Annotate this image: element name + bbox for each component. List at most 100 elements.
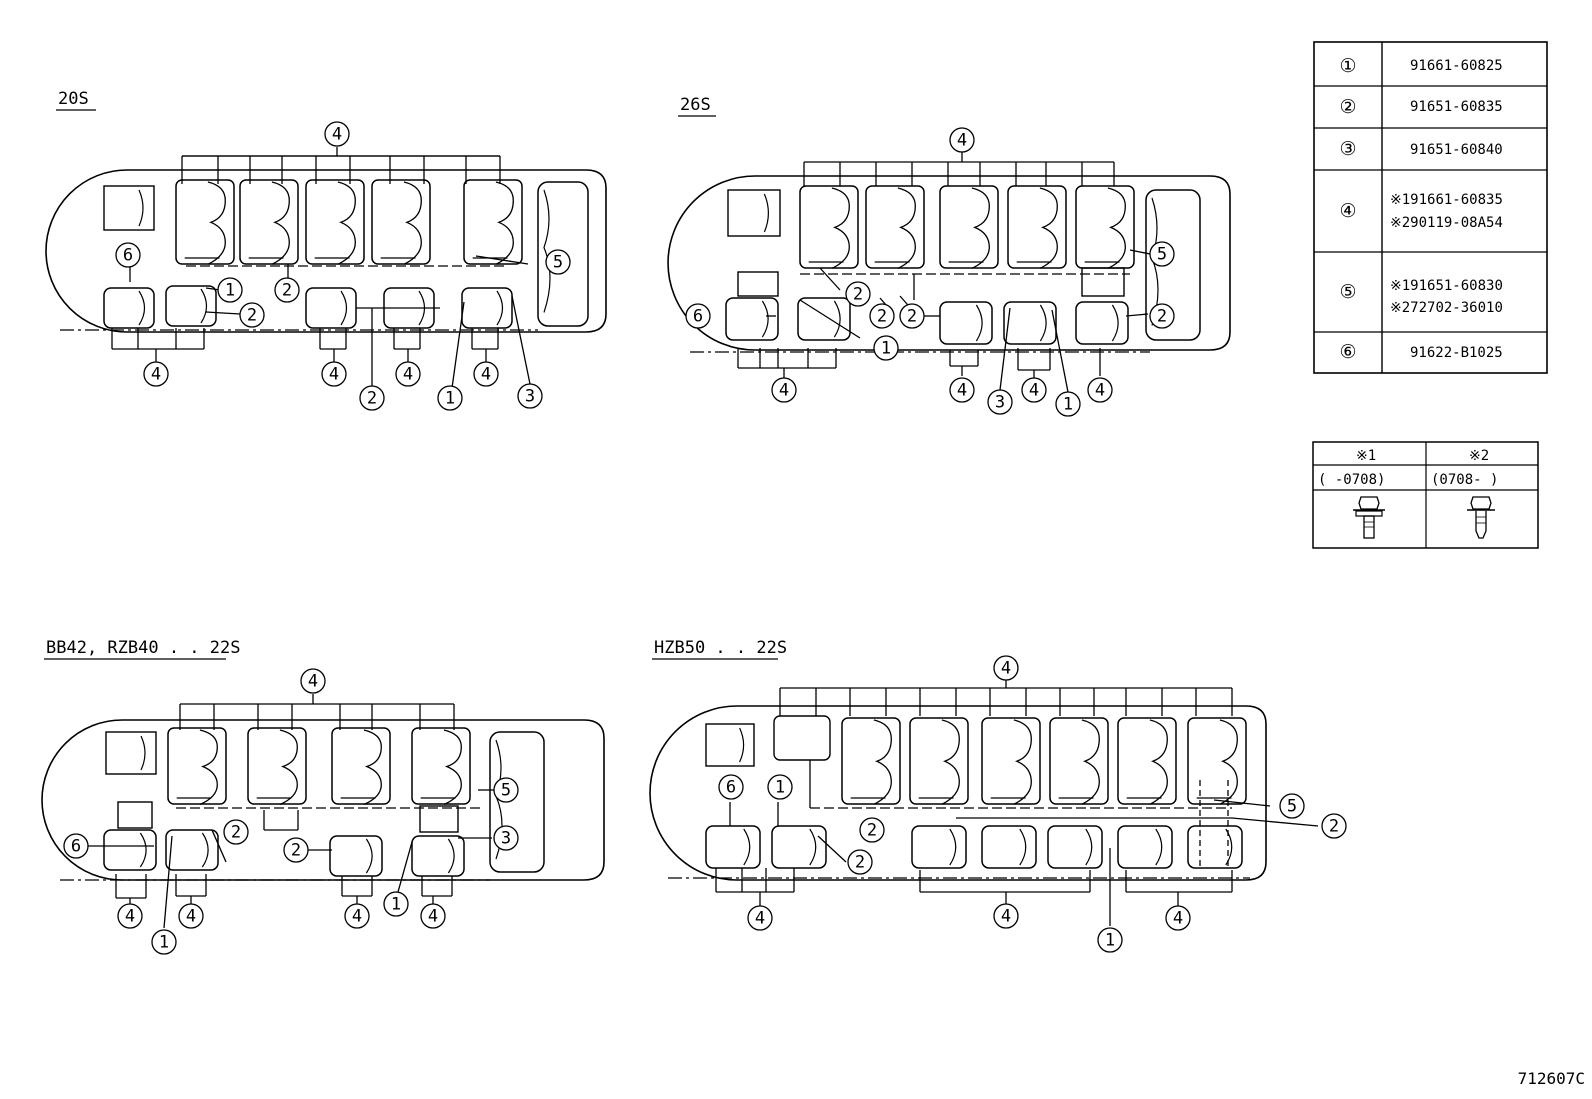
single-seat: [461, 287, 513, 329]
callout-circle: [324, 121, 350, 147]
diagram-label-hzb50: HZB50 . . 22S: [654, 638, 787, 658]
double-seat-back: [363, 729, 382, 806]
front-seat: [105, 731, 157, 775]
callout-4: 4: [151, 365, 161, 385]
callout-5: 5: [1157, 245, 1167, 265]
callout-3: 3: [501, 829, 511, 849]
callout-circle: [1087, 377, 1113, 403]
single-seat-back: [1085, 828, 1093, 866]
callout-4: 4: [186, 907, 196, 927]
double-seat-back: [271, 181, 290, 265]
callout-circle: [493, 777, 519, 803]
callout-circle: [1149, 241, 1175, 267]
part-number: ※290119-08A54: [1390, 215, 1503, 231]
callout-4: 4: [1001, 907, 1011, 927]
callout-4: 4: [308, 672, 318, 692]
callout-circle: [993, 903, 1019, 929]
front-seat: [103, 185, 155, 231]
callout-circle: [274, 277, 300, 303]
double-seat-back: [1219, 719, 1238, 805]
callout-4: 4: [403, 365, 413, 385]
bus-body-outline: [45, 169, 607, 333]
callout-circle: [63, 833, 89, 859]
single-seat-back: [833, 300, 841, 338]
flange-bolt-icon: [1467, 496, 1495, 539]
callout-6: 6: [123, 246, 133, 266]
callout-circle: [545, 249, 571, 275]
callout-circle: [300, 668, 326, 694]
part-callout-3: ③: [1339, 138, 1356, 160]
single-seat-back: [1225, 828, 1233, 866]
single-seat: [981, 825, 1037, 869]
callout-circle: [151, 929, 177, 955]
double-seat: [1187, 717, 1247, 805]
double-seat: [909, 717, 969, 805]
callout-2: 2: [282, 281, 292, 301]
single-seat: [725, 297, 779, 341]
rear-bench-back: [543, 189, 551, 313]
callout-6: 6: [71, 837, 81, 857]
callout-5: 5: [1287, 797, 1297, 817]
part-number: ※272702-36010: [1390, 300, 1503, 316]
double-seat-back: [971, 187, 990, 269]
part-callout-5: ⑤: [1339, 281, 1356, 303]
part-number: 91651-60835: [1410, 99, 1503, 115]
double-seat-back: [941, 719, 960, 805]
callout-circle: [869, 303, 895, 329]
single-seat: [797, 297, 851, 341]
double-seat-back: [1149, 719, 1168, 805]
callout-circle: [859, 817, 885, 843]
front-seat-back: [138, 189, 144, 227]
leader-line: [397, 841, 413, 893]
single-seat: [911, 825, 967, 869]
single-seat-back: [809, 828, 817, 866]
single-seat-back: [743, 828, 751, 866]
callout-2: 2: [1329, 817, 1339, 837]
bolt-range-1: ( -0708): [1318, 472, 1385, 488]
callout-5: 5: [553, 253, 563, 273]
child-seat: [737, 271, 779, 297]
callout-4: 4: [1173, 909, 1183, 929]
callout-2: 2: [907, 307, 917, 327]
leader-line: [1129, 249, 1151, 255]
bolt-range-2: (0708- ): [1431, 472, 1498, 488]
diagram-label-26s: 26S: [680, 95, 711, 115]
double-seat: [331, 727, 391, 805]
double-seat: [939, 185, 999, 269]
leader-line: [999, 307, 1011, 391]
part-callout-2: ②: [1339, 96, 1356, 118]
single-seat: [305, 287, 357, 329]
double-seat: [371, 179, 431, 265]
callout-circle: [321, 361, 347, 387]
front-seat-back: [140, 735, 146, 771]
callout-4: 4: [957, 381, 967, 401]
leader-line: [1051, 309, 1069, 393]
double-seat: [981, 717, 1041, 805]
callout-circle: [1321, 813, 1347, 839]
callout-circle: [395, 361, 421, 387]
callout-1: 1: [225, 281, 235, 301]
callout-4: 4: [332, 125, 342, 145]
double-seat-back: [1107, 187, 1126, 269]
double-seat-back: [873, 719, 892, 805]
callout-circle: [437, 385, 463, 411]
callout-1: 1: [391, 895, 401, 915]
callout-4: 4: [1001, 659, 1011, 679]
single-seat-back: [1039, 304, 1047, 342]
callout-circle: [383, 891, 409, 917]
front-seat: [727, 189, 781, 237]
single-seat-back: [340, 290, 348, 326]
part-callout-6: ⑥: [1339, 341, 1356, 363]
single-seat-back: [761, 300, 769, 338]
callout-circle: [1055, 391, 1081, 417]
double-seat: [305, 179, 365, 265]
double-seat: [865, 185, 925, 269]
double-seat: [1075, 185, 1135, 269]
callout-circle: [143, 361, 169, 387]
callout-circle: [493, 825, 519, 851]
flange-bolt-with-washer-icon: [1353, 496, 1385, 539]
callout-3: 3: [995, 393, 1005, 413]
parts-row-6: ⑥ 91622-B1025: [1339, 341, 1502, 363]
callout-4: 4: [481, 365, 491, 385]
